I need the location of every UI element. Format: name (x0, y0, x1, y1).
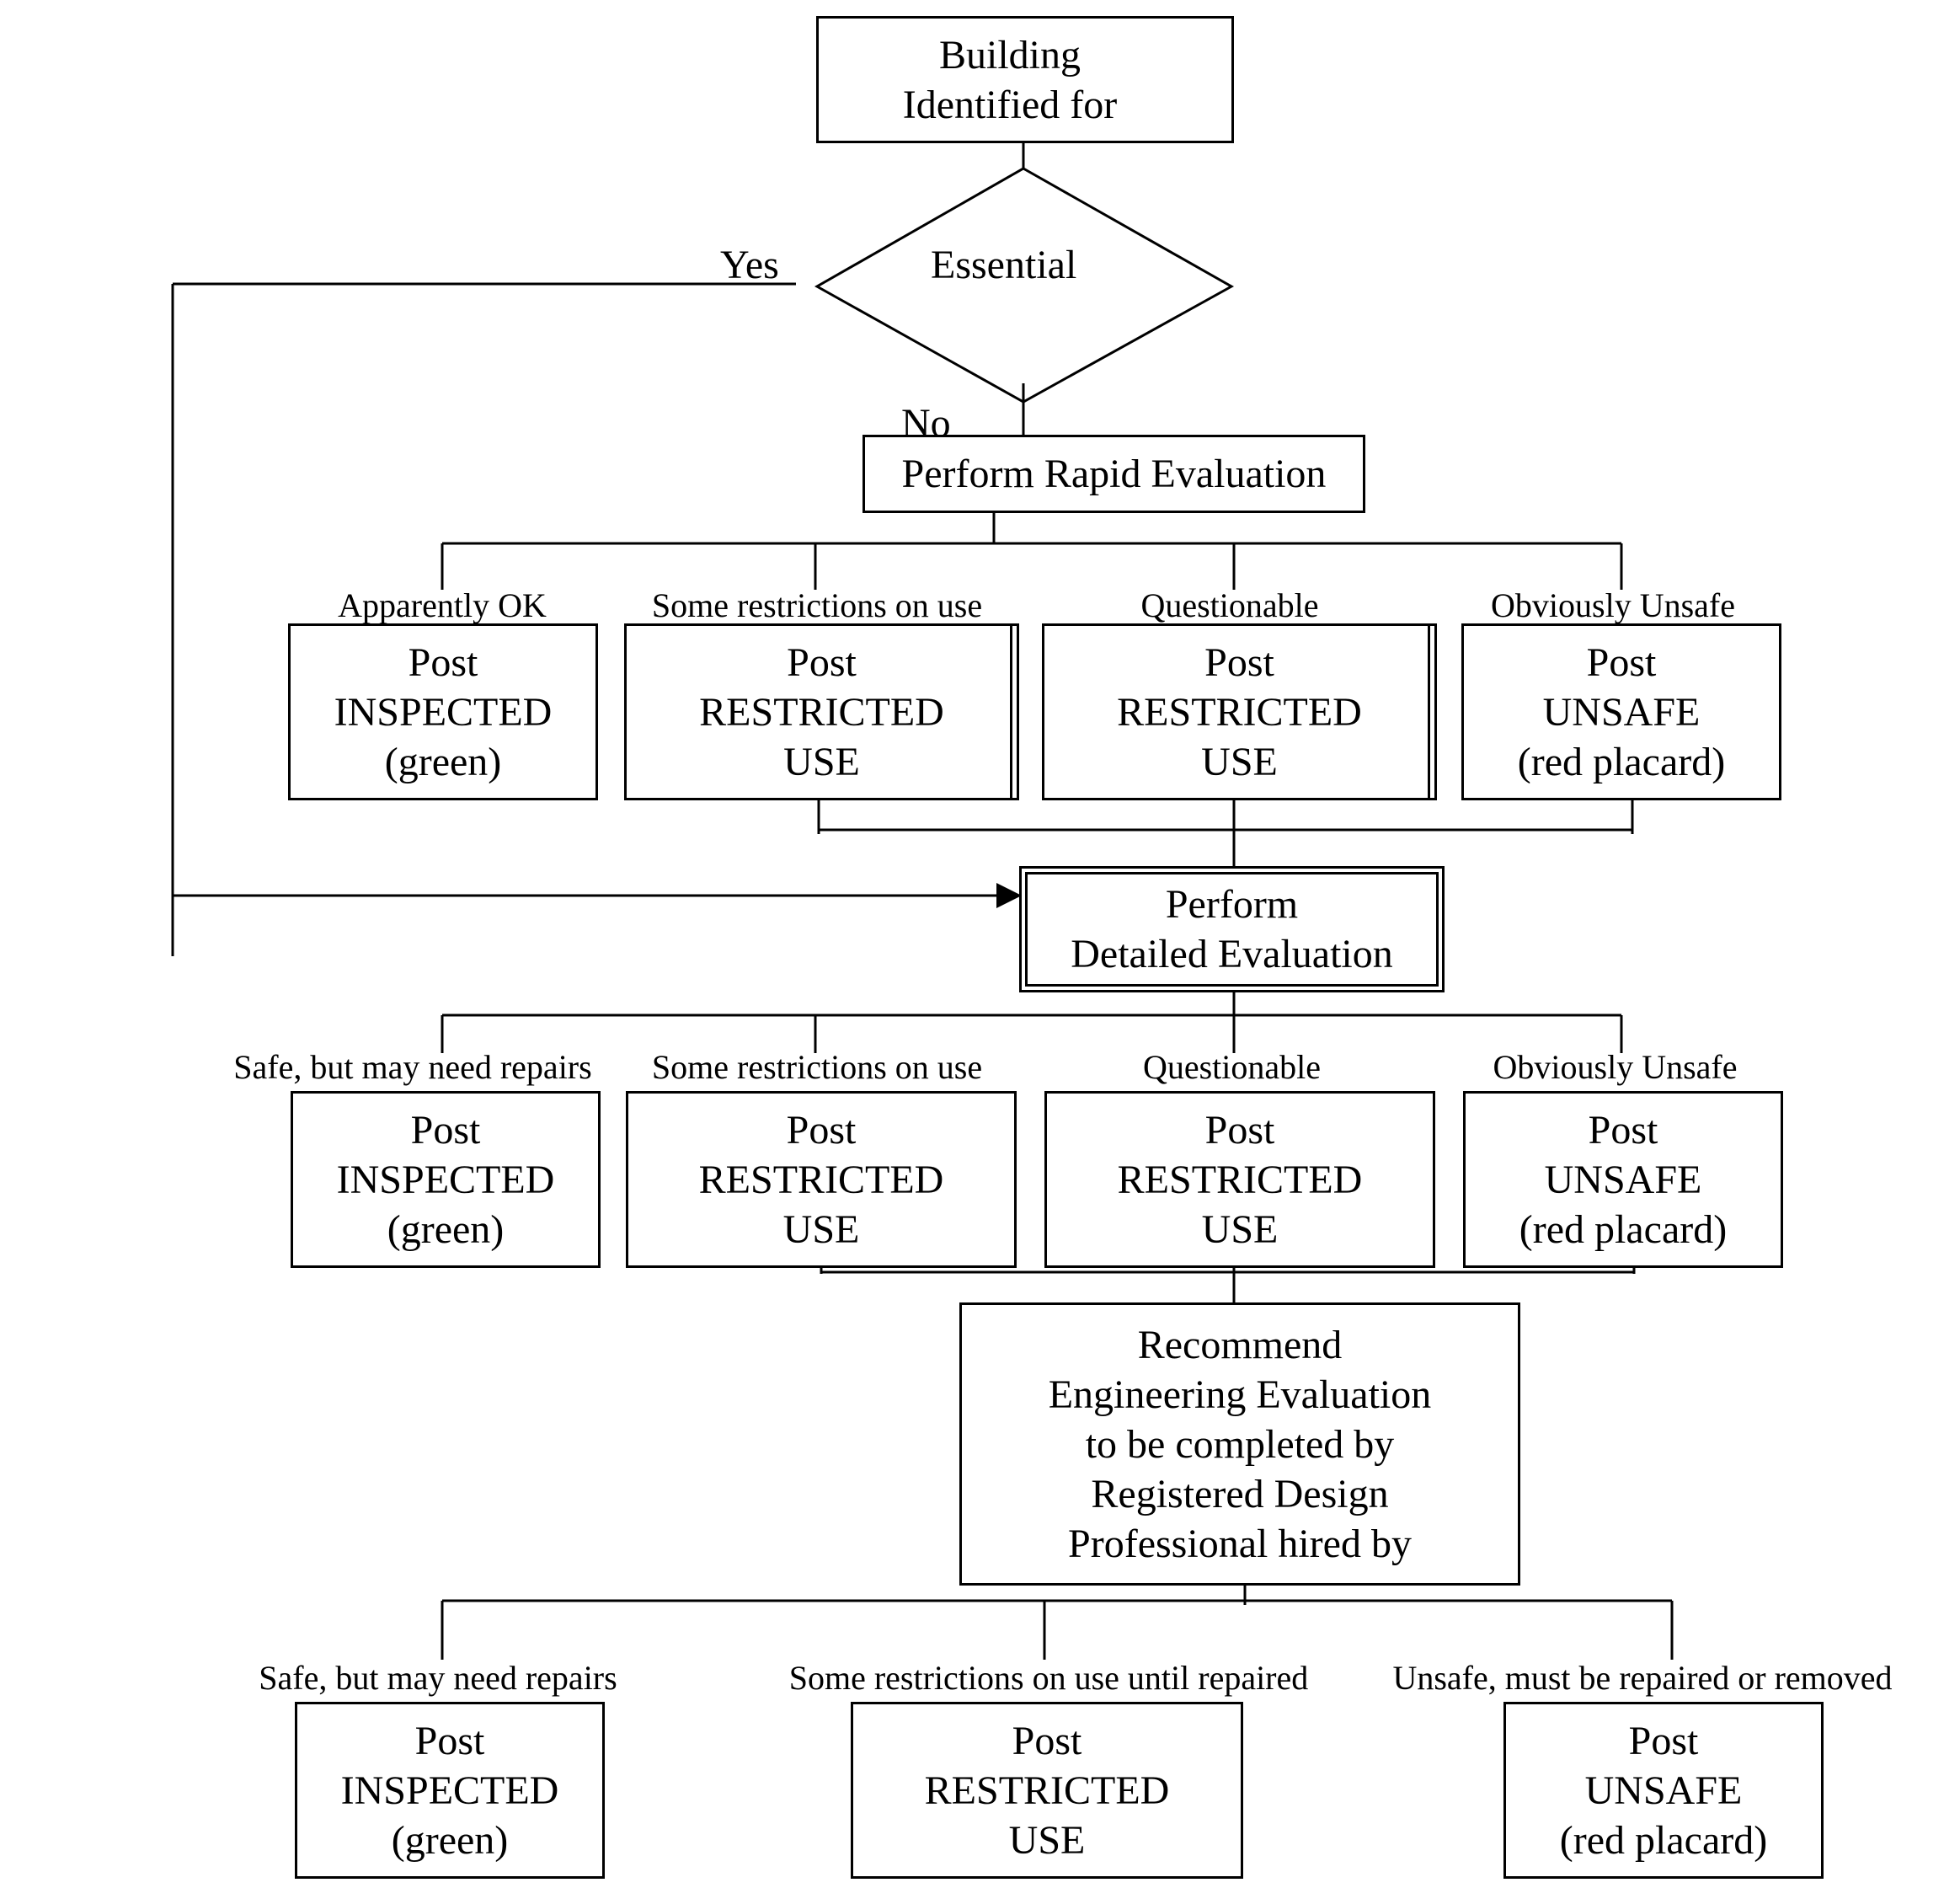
detailed-condition-2: Some restrictions on use (651, 1048, 983, 1086)
detailed-condition-3: Questionable (1142, 1048, 1322, 1086)
rapid-outcome-2-line-3: USE (783, 739, 860, 784)
detailed-condition-1: Safe, but may need repairs (233, 1048, 592, 1086)
engineering-condition-3: Unsafe, must be repaired or removed (1392, 1659, 1893, 1697)
engineering-evaluation-line-1: Recommend (1137, 1322, 1343, 1367)
detailed-evaluation-box: Perform Detailed Evaluation (1019, 866, 1445, 992)
rapid-outcome-3-line-1: Post (1204, 639, 1274, 685)
rapid-outcome-restricted-1: Post RESTRICTED USE (624, 623, 1019, 800)
rapid-outcome-1-line-1: Post (408, 639, 478, 685)
detailed-outcome-1-line-2: INSPECTED (336, 1157, 555, 1202)
start-box: Building Identified for (816, 16, 1234, 143)
engineering-evaluation-line-5: Professional hired by (1068, 1521, 1412, 1566)
rapid-outcome-2-line-1: Post (787, 639, 857, 685)
detailed-outcome-4-line-1: Post (1588, 1107, 1658, 1153)
detailed-condition-4: Obviously Unsafe (1493, 1048, 1738, 1086)
detailed-outcome-3-line-3: USE (1201, 1206, 1279, 1252)
rapid-condition-4: Obviously Unsafe (1491, 586, 1735, 624)
detailed-outcome-3-line-2: RESTRICTED (1117, 1157, 1363, 1202)
decision-label: Essential (931, 243, 1077, 287)
rapid-evaluation-label: Perform Rapid Evaluation (901, 452, 1327, 496)
engineering-outcome-unsafe: Post UNSAFE (red placard) (1503, 1702, 1824, 1879)
detailed-evaluation-line-2: Detailed Evaluation (1071, 932, 1393, 976)
detailed-outcome-3-line-1: Post (1204, 1107, 1275, 1153)
rapid-outcome-2-line-2: RESTRICTED (699, 689, 944, 735)
engineering-outcome-1-line-1: Post (414, 1718, 485, 1763)
engineering-outcome-2-line-3: USE (1008, 1817, 1086, 1863)
rapid-condition-2: Some restrictions on use (651, 586, 983, 624)
start-box-line-2: Identified for (902, 82, 1118, 127)
engineering-evaluation-line-4: Registered Design (1091, 1471, 1389, 1516)
engineering-outcome-3-line-1: Post (1628, 1718, 1699, 1763)
engineering-outcome-3-line-3: (red placard) (1559, 1817, 1768, 1863)
rapid-outcome-1-line-3: (green) (384, 739, 502, 784)
engineering-outcome-1-line-2: INSPECTED (340, 1768, 559, 1813)
detailed-outcome-restricted-1: Post RESTRICTED USE (626, 1091, 1017, 1268)
engineering-outcome-inspected: Post INSPECTED (green) (295, 1702, 605, 1879)
detailed-outcome-restricted-2: Post RESTRICTED USE (1044, 1091, 1435, 1268)
rapid-outcome-4-line-3: (red placard) (1517, 739, 1726, 784)
rapid-condition-3: Questionable (1140, 586, 1319, 624)
engineering-condition-2: Some restrictions on use until repaired (788, 1659, 1309, 1697)
detailed-outcome-2-line-1: Post (786, 1107, 857, 1153)
rapid-outcome-4-line-1: Post (1586, 639, 1657, 685)
rapid-outcome-inspected: Post INSPECTED (green) (288, 623, 598, 800)
engineering-outcome-3-line-2: UNSAFE (1584, 1768, 1743, 1813)
detailed-outcome-4-line-3: (red placard) (1519, 1206, 1728, 1252)
decision-yes-label: Yes (720, 243, 779, 287)
detailed-outcome-4-line-2: UNSAFE (1544, 1157, 1702, 1202)
rapid-evaluation-box: Perform Rapid Evaluation (863, 435, 1365, 513)
engineering-evaluation-line-3: to be completed by (1085, 1421, 1395, 1467)
detailed-outcome-2-line-3: USE (782, 1206, 860, 1252)
detailed-evaluation-line-1: Perform (1165, 882, 1299, 927)
engineering-outcome-restricted: Post RESTRICTED USE (851, 1702, 1243, 1879)
engineering-outcome-2-line-2: RESTRICTED (924, 1768, 1170, 1813)
rapid-outcome-restricted-2: Post RESTRICTED USE (1042, 623, 1437, 800)
engineering-outcome-1-line-3: (green) (391, 1817, 509, 1863)
rapid-outcome-1-line-2: INSPECTED (334, 689, 553, 735)
rapid-outcome-3-line-2: RESTRICTED (1117, 689, 1362, 735)
engineering-evaluation-box: Recommend Engineering Evaluation to be c… (959, 1302, 1520, 1586)
rapid-condition-1: Apparently OK (338, 586, 547, 624)
detailed-outcome-1-line-1: Post (410, 1107, 481, 1153)
engineering-outcome-2-line-1: Post (1012, 1718, 1082, 1763)
engineering-condition-1: Safe, but may need repairs (259, 1659, 617, 1697)
engineering-evaluation-line-2: Engineering Evaluation (1048, 1372, 1432, 1417)
rapid-outcome-4-line-2: UNSAFE (1542, 689, 1701, 735)
rapid-outcome-unsafe: Post UNSAFE (red placard) (1461, 623, 1781, 800)
detailed-outcome-unsafe: Post UNSAFE (red placard) (1463, 1091, 1783, 1268)
detailed-outcome-inspected: Post INSPECTED (green) (291, 1091, 601, 1268)
detailed-outcome-1-line-3: (green) (387, 1206, 505, 1252)
rapid-outcome-3-line-3: USE (1201, 739, 1278, 784)
start-box-line-1: Building (938, 32, 1081, 78)
detailed-outcome-2-line-2: RESTRICTED (698, 1157, 944, 1202)
